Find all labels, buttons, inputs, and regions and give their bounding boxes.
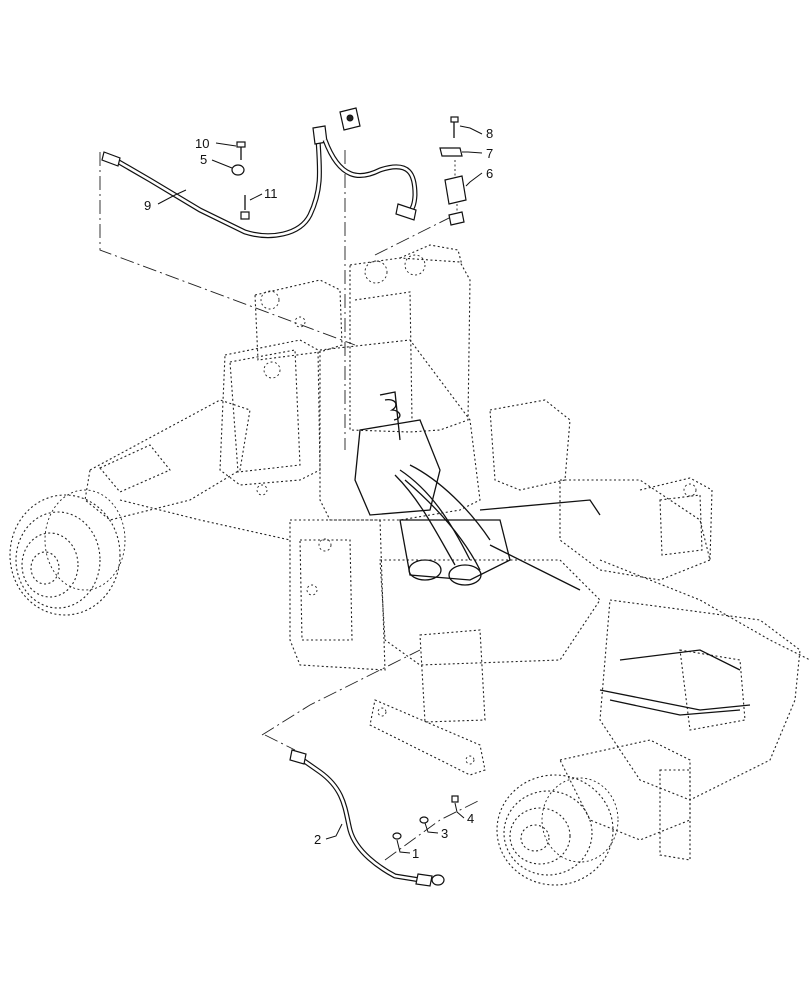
callout-8: 8 xyxy=(486,126,493,141)
bolt-4 xyxy=(451,795,459,803)
callout-3: 3 xyxy=(441,826,448,841)
callout-5: 5 xyxy=(200,152,207,167)
clamp-block-6 xyxy=(444,160,467,226)
washer-3 xyxy=(419,816,429,824)
phantom-line-upper-left xyxy=(99,152,356,346)
phantom-line-lower-left xyxy=(261,649,421,736)
hose-9 xyxy=(101,125,418,239)
washer-1 xyxy=(392,832,402,840)
tee-fitting xyxy=(339,107,361,131)
phantom-line-upper-right xyxy=(374,214,456,256)
callout-labels: 10 5 11 9 8 7 6 2 1 3 4 xyxy=(144,126,493,861)
callout-leaders xyxy=(157,125,483,854)
callout-6: 6 xyxy=(486,166,493,181)
clamp-5 xyxy=(231,164,245,176)
right-wheel-hub xyxy=(496,774,619,886)
phantom-line-lower-right xyxy=(384,799,481,861)
left-wheel-hub xyxy=(9,489,126,616)
callout-1: 1 xyxy=(412,846,419,861)
bracket-7 xyxy=(439,147,463,157)
phantom-line-lower-short xyxy=(264,734,296,751)
callout-9: 9 xyxy=(144,198,151,213)
chassis-frame xyxy=(84,244,811,861)
callout-7: 7 xyxy=(486,146,493,161)
bolt-10 xyxy=(236,141,246,160)
callout-11: 11 xyxy=(264,186,278,201)
nut-11 xyxy=(240,195,250,220)
hydraulic-valve-assembly xyxy=(354,391,751,716)
callout-4: 4 xyxy=(467,811,474,826)
callout-2: 2 xyxy=(314,832,321,847)
hose-2 xyxy=(289,749,445,887)
bolt-8 xyxy=(450,116,459,138)
callout-10: 10 xyxy=(195,136,209,151)
